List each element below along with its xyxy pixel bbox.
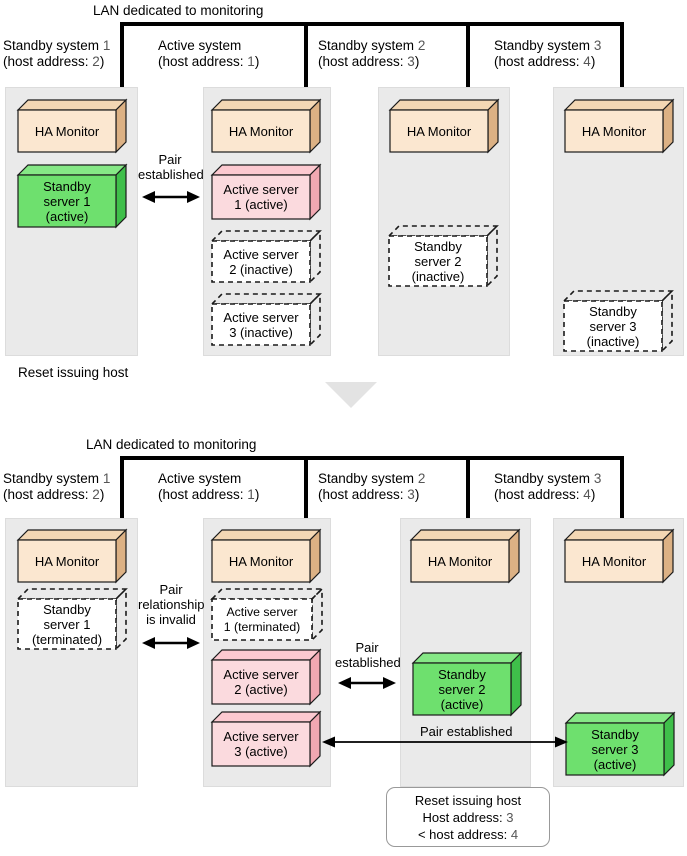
system-name: Standby system [318, 38, 415, 53]
lan-bus-horizontal-top [120, 22, 624, 26]
system-caption-4-top: Standby system 3 (host address: 4) [494, 38, 601, 70]
callout-compare-label: < host address: [417, 826, 511, 842]
host-address-value: 3 [407, 54, 415, 69]
ha-monitor-box-system-1-bottom: HA Monitor [16, 528, 128, 584]
lan-bus-drop-system-1-top [120, 22, 124, 87]
ha-monitor-box-system-2-top: HA Monitor [210, 98, 322, 154]
system-name: Standby system [318, 471, 415, 486]
host-address-suffix: ) [99, 54, 105, 69]
lan-bus-drop-system-4-top [620, 22, 624, 87]
lan-bus-drop-system-1-bottom [120, 456, 124, 518]
host-address-value: 2 [92, 487, 100, 502]
system-caption-4-bottom: Standby system 3 (host address: 4) [494, 471, 601, 503]
host-address-label: (host address: [3, 487, 93, 502]
pair-established-arrow-bottom [338, 674, 396, 692]
system-number: 3 [593, 38, 602, 53]
callout-compare-value: 4 [510, 826, 519, 842]
host-address-suffix: ) [99, 487, 105, 502]
callout-line-3: < host address: 4 [418, 826, 518, 843]
lan-bus-drop-system-2-bottom [304, 456, 308, 518]
ha-monitor-box-system-4-bottom: HA Monitor [563, 528, 675, 584]
ha-monitor-box-system-4-top: HA Monitor [563, 98, 675, 154]
system-name: Standby system [3, 471, 100, 486]
pair-arrow-top [142, 188, 200, 206]
reset-issuing-host-label-top: Reset issuing host [18, 365, 129, 380]
callout-host-address-label: Host address: [422, 809, 507, 825]
reset-issuing-host-callout: Reset issuing host Host address: 3 < hos… [386, 787, 550, 847]
ha-monitor-box-system-3-bottom: HA Monitor [409, 528, 521, 584]
system-caption-2-bottom: Active system (host address: 1) [158, 471, 259, 503]
server-box-standby-server-1-bottom: Standby server 1 (terminated) [16, 587, 128, 651]
host-address-value: 2 [92, 54, 100, 69]
host-address-label: (host address: [3, 54, 93, 69]
lan-bus-drop-system-2-top [304, 22, 308, 87]
system-caption-2-top: Active system (host address: 1) [158, 38, 259, 70]
transition-arrow-icon [325, 382, 377, 408]
host-address-suffix: ) [414, 487, 420, 502]
pair-established-label-top: Pair established [138, 152, 204, 182]
ha-monitor-box-system-1-top: HA Monitor [16, 98, 128, 154]
pair-established-long-arrow-bottom [322, 734, 568, 750]
server-box-standby-server-2-top: Standby server 2 (inactive) [387, 224, 499, 288]
lan-bus-drop-system-3-bottom [466, 456, 470, 518]
server-box-active-server-2-top: Active server 2 (inactive) [210, 229, 322, 284]
server-box-active-server-3-top: Active server 3 (inactive) [210, 292, 322, 347]
system-number: 1 [102, 38, 111, 53]
callout-line-1: Reset issuing host [414, 792, 522, 808]
host-address-value: 4 [583, 54, 591, 69]
host-address-suffix: ) [414, 54, 420, 69]
system-caption-3-bottom: Standby system 2 (host address: 3) [318, 471, 425, 503]
host-address-suffix: ) [254, 54, 260, 69]
lan-bus-horizontal-bottom [120, 456, 624, 460]
system-caption-3-top: Standby system 2 (host address: 3) [318, 38, 425, 70]
server-box-standby-server-3-bottom: Standby server 3 (active) [564, 711, 676, 777]
host-address-label: (host address: [494, 54, 584, 69]
system-name: Active system [158, 471, 242, 486]
pair-established-long-label-bottom: Pair established [420, 724, 513, 739]
ha-monitor-box-system-3-top: HA Monitor [388, 98, 500, 154]
pair-established-label-bottom: Pair established [335, 640, 401, 670]
system-name: Standby system [494, 38, 591, 53]
pair-invalid-label-bottom: Pair relationship is invalid [138, 582, 205, 627]
system-caption-1-bottom: Standby system 1 (host address: 2) [3, 471, 110, 503]
host-address-suffix: ) [254, 487, 260, 502]
host-address-suffix: ) [590, 54, 596, 69]
server-box-active-server-3-bottom: Active server 3 (active) [210, 710, 322, 768]
host-address-value: 4 [583, 487, 591, 502]
lan-bus-drop-system-4-bottom [620, 456, 624, 518]
host-address-label: (host address: [158, 54, 248, 69]
lan-label-top: LAN dedicated to monitoring [93, 3, 264, 18]
ha-monitor-box-system-2-bottom: HA Monitor [210, 528, 322, 584]
lan-label-bottom: LAN dedicated to monitoring [86, 437, 257, 452]
system-name: Standby system [3, 38, 100, 53]
system-name: Standby system [494, 471, 591, 486]
server-box-standby-server-1-top: Standby server 1 (active) [16, 163, 128, 229]
system-number: 3 [593, 471, 602, 486]
server-box-active-server-1-bottom: Active server 1 (terminated) [210, 587, 324, 642]
server-box-standby-server-3-top: Standby server 3 (inactive) [562, 289, 674, 353]
host-address-label: (host address: [318, 54, 408, 69]
system-number: 2 [417, 38, 426, 53]
host-address-label: (host address: [158, 487, 248, 502]
server-box-standby-server-2-bottom: Standby server 2 (active) [411, 651, 523, 717]
host-address-label: (host address: [494, 487, 584, 502]
system-number: 1 [102, 471, 111, 486]
system-name: Active system [158, 38, 242, 53]
host-address-value: 3 [407, 487, 415, 502]
host-address-suffix: ) [590, 487, 596, 502]
callout-host-address-value: 3 [506, 809, 514, 825]
host-address-value: 1 [247, 54, 255, 69]
server-box-active-server-2-bottom: Active server 2 (active) [210, 648, 322, 706]
lan-bus-drop-system-3-top [466, 22, 470, 87]
server-box-active-server-1-top: Active server 1 (active) [210, 163, 322, 221]
system-caption-1-top: Standby system 1 (host address: 2) [3, 38, 110, 70]
system-number: 2 [417, 471, 426, 486]
host-address-value: 1 [247, 487, 255, 502]
pair-invalid-arrow-bottom [142, 634, 200, 652]
host-address-label: (host address: [318, 487, 408, 502]
callout-line-2: Host address: 3 [422, 809, 513, 826]
